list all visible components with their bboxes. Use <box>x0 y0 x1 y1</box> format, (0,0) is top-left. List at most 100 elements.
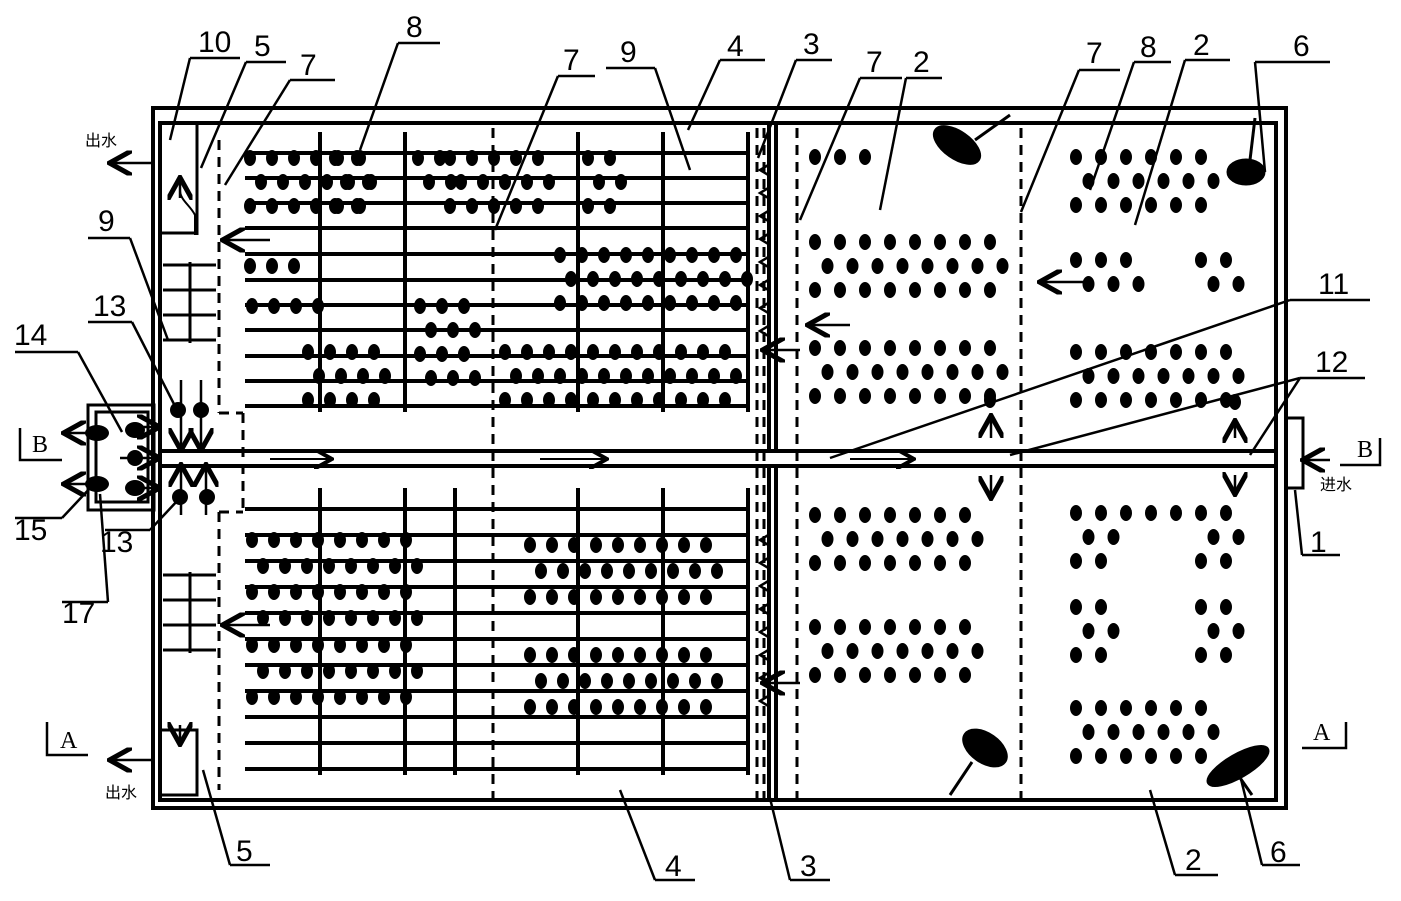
aeration-dot <box>524 589 536 605</box>
aeration-dot <box>859 234 871 250</box>
aeration-dot <box>689 563 701 579</box>
aeration-dot <box>959 555 971 571</box>
aeration-dot <box>700 589 712 605</box>
aeration-dot <box>1170 505 1182 521</box>
aeration-dot <box>1195 149 1207 165</box>
aeration-dot <box>846 364 859 380</box>
aeration-dot <box>1195 252 1207 268</box>
aeration-dot <box>301 610 313 626</box>
aeration-dot <box>524 699 536 715</box>
aeration-dot <box>565 271 577 287</box>
aeration-dot <box>921 364 934 380</box>
aeration-dot <box>346 344 358 360</box>
aeration-dot <box>488 150 500 166</box>
aeration-dot <box>313 368 325 384</box>
aeration-dot <box>708 247 720 263</box>
aeration-dot <box>1070 149 1082 165</box>
aeration-dot <box>884 555 896 571</box>
flow-chevron <box>757 693 771 709</box>
aeration-dot <box>1220 647 1232 663</box>
aeration-dot <box>1229 394 1241 410</box>
aeration-dot <box>730 247 742 263</box>
aeration-dot <box>1220 252 1232 268</box>
aeration-dot <box>268 532 280 548</box>
aeration-dot <box>909 507 921 523</box>
aeration-dot <box>565 344 577 360</box>
label-14: 14 <box>14 319 47 352</box>
aeration-dot <box>1207 724 1220 740</box>
aeration-dot <box>921 643 934 659</box>
aeration-dot <box>312 637 324 653</box>
aeration-dot <box>664 368 676 384</box>
aeration-dot <box>1145 700 1157 716</box>
aeration-dot <box>821 643 834 659</box>
outlet-troughs <box>158 121 199 797</box>
aeration-dot <box>302 392 314 408</box>
aeration-dot <box>934 619 946 635</box>
aeration-dot <box>1195 647 1207 663</box>
aeration-dot <box>834 507 846 523</box>
aeration-dot <box>1195 748 1207 764</box>
label-5: 5 <box>254 30 271 63</box>
aeration-dot <box>312 298 324 314</box>
chevron-row-top <box>757 162 771 709</box>
aeration-dot <box>590 699 602 715</box>
aeration-dot <box>664 247 676 263</box>
aeration-dot <box>971 258 984 274</box>
label-7: 7 <box>866 46 883 79</box>
aeration-dot <box>423 174 435 190</box>
aeration-dot <box>604 150 616 166</box>
aeration-dot <box>510 368 522 384</box>
aeration-dot <box>434 150 446 166</box>
aeration-dot <box>466 150 478 166</box>
aeration-dot <box>378 532 390 548</box>
aeration-dot <box>268 637 280 653</box>
label-4: 4 <box>665 850 682 883</box>
aeration-dot <box>499 174 511 190</box>
aeration-dot <box>535 563 547 579</box>
aeration-dot <box>579 563 591 579</box>
aeration-dot <box>697 392 709 408</box>
aeration-dot <box>345 663 357 679</box>
aeration-dot <box>356 584 368 600</box>
aeration-dot <box>1207 623 1220 639</box>
aeration-dot <box>1220 599 1232 615</box>
aeration-dot <box>834 667 846 683</box>
aeration-dot <box>959 340 971 356</box>
aeration-dot <box>1170 344 1182 360</box>
aeration-dot <box>884 667 896 683</box>
aeration-dot <box>546 699 558 715</box>
aeration-dot <box>310 150 322 166</box>
aeration-dot <box>1170 700 1182 716</box>
aeration-dot <box>521 174 533 190</box>
aeration-dot <box>984 340 996 356</box>
aeration-dot <box>934 282 946 298</box>
aeration-dot <box>909 282 921 298</box>
aeration-dot <box>301 558 313 574</box>
aeration-dot <box>609 344 621 360</box>
aeration-dot <box>378 637 390 653</box>
label-13: 13 <box>100 526 133 559</box>
aeration-dot <box>1182 173 1195 189</box>
label-11: 11 <box>1318 268 1349 301</box>
aeration-dot <box>959 507 971 523</box>
aeration-dot <box>447 322 459 338</box>
aeration-dot <box>1095 700 1107 716</box>
aeration-dot <box>675 271 687 287</box>
aeration-dot <box>323 558 335 574</box>
aeration-dot <box>1195 599 1207 615</box>
aeration-dot <box>411 610 423 626</box>
aeration-dot <box>1170 197 1182 213</box>
flow-chevron <box>757 601 771 617</box>
aeration-dot <box>367 610 379 626</box>
aeration-dot <box>554 247 566 263</box>
flow-chevron <box>757 231 771 247</box>
aeration-dot <box>1082 623 1095 639</box>
aeration-dot <box>1145 748 1157 764</box>
aeration-dot <box>1170 748 1182 764</box>
section-mark-a-right: A <box>1313 720 1331 746</box>
aeration-dot <box>244 258 256 274</box>
aeration-dot <box>1095 748 1107 764</box>
label-9: 9 <box>98 205 115 238</box>
aeration-dot <box>809 619 821 635</box>
